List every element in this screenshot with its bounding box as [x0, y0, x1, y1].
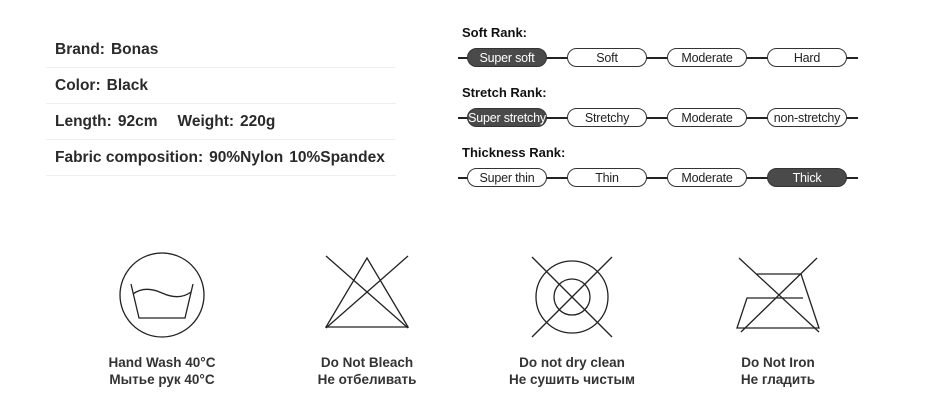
product-specs: Brand: Bonas Color: Black Length: 92cm W…: [46, 32, 396, 176]
spec-fabric-value-nylon: 90%Nylon: [209, 148, 284, 166]
thickness-rank-option: Thin: [567, 168, 647, 187]
thickness-rank-line: [458, 177, 858, 179]
spec-color: Color: Black: [46, 68, 396, 104]
soft-rank-option: Super soft: [467, 48, 547, 67]
care-no-bleach-label-en: Do Not Bleach: [320, 355, 414, 370]
spec-length-value: 92cm: [117, 112, 158, 130]
spec-brand-label: Brand:: [55, 40, 105, 58]
soft-rank: Soft Rank: Super soft Soft Moderate Hard: [458, 22, 858, 82]
thickness-rank-title: Thickness Rank:: [462, 145, 566, 160]
stretch-rank-line: [458, 117, 858, 119]
spec-fabric-label: Fabric composition:: [55, 148, 204, 166]
rank-scales: Soft Rank: Super soft Soft Moderate Hard…: [458, 22, 858, 202]
care-no-iron: Do Not Iron Не гладить: [678, 250, 878, 388]
care-no-dry-clean-label-en: Do not dry clean: [519, 355, 625, 370]
spec-brand-value: Bonas: [110, 40, 159, 58]
spec-color-value: Black: [106, 76, 149, 94]
thickness-rank-option: Thick: [767, 168, 847, 187]
spec-length-weight: Length: 92cm Weight: 220g: [46, 104, 396, 140]
spec-fabric: Fabric composition: 90%Nylon 10%Spandex: [46, 140, 396, 176]
care-no-bleach-label-ru: Не отбеливать: [317, 372, 417, 387]
spec-weight-label: Weight:: [177, 112, 235, 130]
care-hand-wash-label-ru: Мытье рук 40°C: [109, 372, 215, 387]
care-no-iron-label-en: Do Not Iron: [741, 355, 815, 370]
no-bleach-icon: [324, 255, 410, 329]
care-no-dry-clean-label-ru: Не сушить чистым: [508, 372, 635, 387]
care-no-dry-clean: Do not dry clean Не сушить чистым: [472, 250, 672, 388]
care-hand-wash: Hand Wash 40°C Мытье рук 40°C: [62, 250, 262, 388]
stretch-rank-option: Super stretchy: [467, 108, 547, 127]
soft-rank-title: Soft Rank:: [462, 25, 527, 40]
thickness-rank: Thickness Rank: Super thin Thin Moderate…: [458, 142, 858, 202]
care-no-iron-label-ru: Не гладить: [740, 372, 816, 387]
no-dry-clean-icon: [531, 256, 613, 338]
spec-weight-value: 220g: [240, 112, 276, 130]
thickness-rank-option: Super thin: [467, 168, 547, 187]
thickness-rank-option: Moderate: [667, 168, 747, 187]
no-iron-icon: [736, 257, 820, 333]
stretch-rank-option: Stretchy: [567, 108, 647, 127]
soft-rank-option: Hard: [767, 48, 847, 67]
spec-length-label: Length:: [55, 112, 112, 130]
care-no-bleach: Do Not Bleach Не отбеливать: [267, 250, 467, 388]
spec-brand: Brand: Bonas: [46, 32, 396, 68]
hand-wash-icon: [119, 252, 205, 338]
stretch-rank: Stretch Rank: Super stretchy Stretchy Mo…: [458, 82, 858, 142]
soft-rank-option: Moderate: [667, 48, 747, 67]
soft-rank-option: Soft: [567, 48, 647, 67]
spec-fabric-value-spandex: 10%Spandex: [289, 148, 385, 166]
soft-rank-line: [458, 57, 858, 59]
stretch-rank-option: Moderate: [667, 108, 747, 127]
stretch-rank-title: Stretch Rank:: [462, 85, 547, 100]
spec-color-label: Color:: [55, 76, 101, 94]
care-hand-wash-label-en: Hand Wash 40°C: [108, 355, 216, 370]
stretch-rank-option: non-stretchy: [767, 108, 847, 127]
